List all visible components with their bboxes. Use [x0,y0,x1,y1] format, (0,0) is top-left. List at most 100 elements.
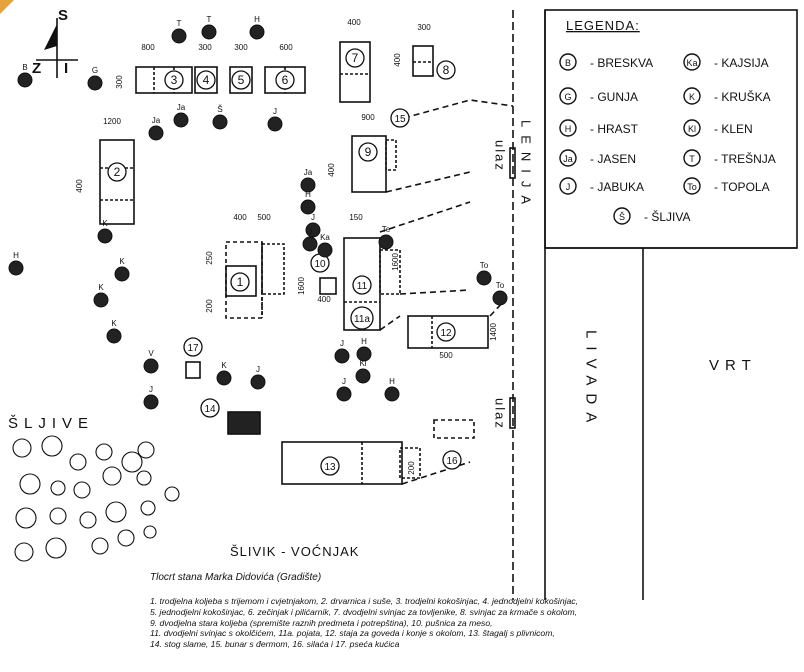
building-number: 15 [394,114,406,125]
tree-icon [148,125,164,141]
building-number-marker [230,272,250,292]
compass-rose: S Z I [32,7,78,78]
building-10 [319,277,337,295]
plum-tree-icon [136,470,152,486]
building-number-marker [107,162,127,182]
plum-tree-icon [91,537,109,555]
tree-label: Ka [320,233,330,242]
ulaz-top-label: ulaz [493,140,508,172]
tree-label: J [308,227,312,236]
plum-tree-icon [102,466,122,486]
legend-symbol: Ka [686,58,697,68]
plum-tree-icon [164,486,180,502]
gate-top [509,147,516,179]
legend-item: Ka - KAJSIJA [683,53,769,71]
tree-icon [114,266,130,282]
tree-label: Kl [359,359,366,368]
dimension-label: 400 [75,179,84,193]
plum-tree-icon [50,480,66,496]
caption-line: 14. stog slame, 15. bunar s đermom, 16. … [150,639,400,650]
legend-name: - HRAST [590,122,639,136]
building-number-marker [320,456,340,476]
building-3 [135,66,193,94]
tree-icon [334,348,350,364]
livada-label: LIVADA [583,330,600,430]
building-number: 16 [446,456,458,467]
dimension-label: 500 [257,213,271,222]
building-number: 4 [203,73,210,87]
legend-item: T - TREŠNJA [683,149,776,167]
plum-tree-icon [79,511,97,529]
tree-icon [201,24,217,40]
legend-symbol-icon [683,53,701,71]
compass-east: I [64,60,68,77]
tree-icon [106,328,122,344]
legend-symbol: Kl [688,124,696,134]
legend-item: H- HRAST [559,119,639,137]
building-number: 3 [171,73,178,87]
tree-icon [305,222,321,238]
caption-title: Tlocrt stana Marka Didovića (Gradište) [150,572,322,583]
tree-label: Š [217,105,222,114]
legend-symbol: K [689,92,695,102]
vrt-label: VRT [709,357,757,374]
tree-label: J [311,213,315,222]
plum-tree-icon [41,435,63,457]
building-number: 6 [282,73,289,87]
tree-label: B [22,63,27,72]
dimension-label: 1400 [489,323,498,341]
legend-symbol: T [689,154,695,164]
plum-tree-icon [19,473,41,495]
lenija-label: LENIJA [519,120,534,212]
building-11 [343,237,381,331]
legend-name: - TREŠNJA [714,151,776,166]
legend-symbol: B [565,58,571,68]
legend-name: - KAJSIJA [714,56,769,70]
building-7 [339,41,371,103]
building-number: 17 [187,343,199,354]
legend-name: - BRESKVA [590,56,653,70]
building-13 [281,441,403,485]
building-number-marker [436,322,456,342]
tree-icon [93,292,109,308]
building-number-marker [352,275,372,295]
tree-icon [302,236,318,252]
tree-label: K [221,361,227,370]
compass-west: Z [32,60,41,77]
building-number-marker [436,60,456,80]
dimension-label: 400 [327,163,336,177]
plum-tree-icon [69,453,87,471]
plum-tree-icon [105,501,127,523]
legend-title: LEGENDA: [566,18,640,33]
dimension-label: 1200 [103,117,121,126]
caption-line: 9. dvodjelna stara koljeba (spremište ra… [150,617,493,628]
building-number-marker [358,142,378,162]
legend-item: G- GUNJA [559,87,638,105]
dimension-label: 300 [417,23,431,32]
building-number-marker [275,70,295,90]
building-number-marker [164,70,184,90]
building-number: 14 [204,404,216,415]
building-number-marker [196,70,216,90]
tree-icon [87,75,103,91]
building-number: 13 [324,462,336,473]
tree-label: K [111,319,117,328]
tree-label: H [389,377,395,386]
north-arrow-icon [44,24,57,50]
building-number-marker [183,337,203,357]
dimension-label: 400 [393,53,402,67]
tree-icon [492,290,508,306]
tree-label: Te [382,225,391,234]
plum-tree-icon [15,507,37,529]
dimension-label: 800 [141,43,155,52]
building-12 [407,315,489,349]
legend-symbol: G [564,92,571,102]
plum-tree-icon [49,507,67,525]
legend-symbol-icon [683,177,701,195]
legend-item: B - BRESKVA [559,53,653,71]
tree-icon [355,368,371,384]
dimension-label: 900 [361,113,375,122]
building-number-marker [231,70,251,90]
tree-icon [8,260,24,276]
legend-name: - JABUKA [590,180,644,194]
